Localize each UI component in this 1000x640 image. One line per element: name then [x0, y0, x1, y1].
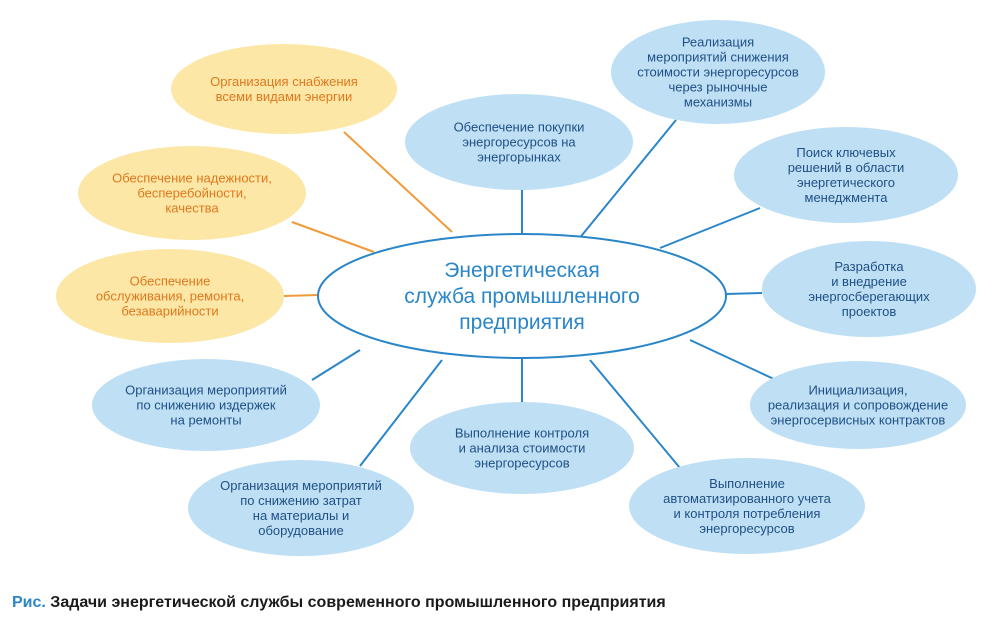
node-label-line: качества: [165, 201, 219, 216]
node-label-line: по снижению затрат: [240, 493, 362, 508]
node-ellipse: [762, 241, 976, 337]
node-label-line: Обеспечение: [130, 274, 211, 289]
node-label-line: энергоресурсов: [474, 456, 569, 471]
connector-energy-service-contracts: [689, 339, 777, 381]
connector-market-mechanisms: [577, 119, 677, 241]
node-label-line: энергоресурсов: [699, 521, 794, 536]
node-label-line: Поиск ключевых: [796, 145, 896, 160]
node-label-line: Обеспечение покупки: [454, 120, 585, 135]
connector-metering: [589, 359, 681, 469]
central-label-line: предприятия: [459, 311, 584, 334]
node-label-line: энергорынках: [477, 150, 561, 165]
node-label-line: Организация мероприятий: [220, 478, 382, 493]
connector-supply-organization: [343, 131, 453, 233]
node-label-line: Организация мероприятий: [125, 383, 287, 398]
node-label: Инициализация,реализация и сопровождение…: [768, 383, 948, 428]
connector-energy-saving-projects: [725, 292, 763, 295]
connectors: [283, 119, 777, 469]
node-label-line: через рыночные: [669, 80, 768, 95]
node-label-line: автоматизированного учета: [663, 491, 831, 506]
node-label: Обеспечение надежности,бесперебойности,к…: [112, 171, 272, 216]
node-label-line: Реализация: [682, 35, 754, 50]
node-label-line: и анализа стоимости: [459, 441, 586, 456]
node-label-line: Выполнение контроля: [455, 426, 589, 441]
central-node: Энергетическая служба промышленного предпр…: [317, 233, 727, 359]
caption-text: Задачи энергетической службы современног…: [45, 594, 666, 611]
node-label-line: бесперебойности,: [137, 186, 246, 201]
central-label-line: Энергетическая: [444, 259, 599, 282]
node-ellipse: [410, 402, 634, 494]
node-label-line: мероприятий снижения: [647, 50, 789, 65]
node-label-line: энергоресурсов на: [462, 135, 576, 150]
node-label-line: всеми видами энергии: [216, 89, 353, 104]
central-label: Энергетическая служба промышленного предпр…: [404, 259, 640, 334]
node-label-line: обслуживания, ремонта,: [96, 289, 244, 304]
node-ellipse: [188, 460, 414, 556]
node-ellipse: [405, 94, 633, 190]
node-label-line: проектов: [842, 304, 897, 319]
node-label-line: Выполнение: [709, 476, 785, 491]
node-label-line: на материалы и: [253, 508, 349, 523]
node-ellipse: [92, 359, 320, 451]
node-label-line: и контроля потребления: [674, 506, 821, 521]
node-ellipse: [750, 361, 966, 449]
node-label-line: Инициализация,: [808, 383, 907, 398]
node-label-line: энергетического: [797, 175, 895, 190]
node-label-line: решений в области: [788, 160, 905, 175]
node-label-line: энергосервисных контрактов: [771, 413, 946, 428]
connector-reliability: [291, 221, 375, 253]
node-label-line: реализация и сопровождение: [768, 398, 948, 413]
node-ellipse: [171, 44, 397, 134]
node-label-line: безаварийности: [121, 304, 218, 319]
caption-prefix: Рис.: [12, 594, 46, 611]
central-ellipse: [317, 233, 727, 359]
node-label-line: энергосберегающих: [808, 289, 930, 304]
node-ellipse: [734, 127, 958, 223]
node-label-line: и внедрение: [831, 274, 907, 289]
figure-caption: Рис. Задачи энергетической службы соврем…: [12, 594, 666, 612]
node-label-line: менеджмента: [805, 190, 889, 205]
node-label-line: стоимости энергоресурсов: [637, 65, 799, 80]
node-ellipse: [629, 458, 865, 554]
connector-materials-costs: [359, 359, 443, 467]
central-label-line: служба промышленного: [404, 285, 640, 308]
node-label-line: Обеспечение надежности,: [112, 171, 272, 186]
node-ellipse: [56, 249, 284, 343]
node-label-line: Разработка: [834, 259, 904, 274]
connector-repair-costs: [311, 349, 361, 381]
connector-maintenance: [283, 294, 319, 297]
node-reliability: Обеспечение надежности,бесперебойности,к…: [78, 146, 306, 240]
node-label-line: оборудование: [258, 523, 344, 538]
node-label-line: по снижению издержек: [136, 398, 275, 413]
node-label-line: Организация снабжения: [210, 74, 358, 89]
node-label-line: механизмы: [684, 95, 752, 110]
connector-key-solutions: [659, 207, 761, 249]
node-label-line: на ремонты: [170, 413, 241, 428]
node-energy-service-contracts: Инициализация,реализация и сопровождение…: [750, 361, 966, 449]
node-ellipse: [611, 20, 825, 124]
node-ellipse: [78, 146, 306, 240]
